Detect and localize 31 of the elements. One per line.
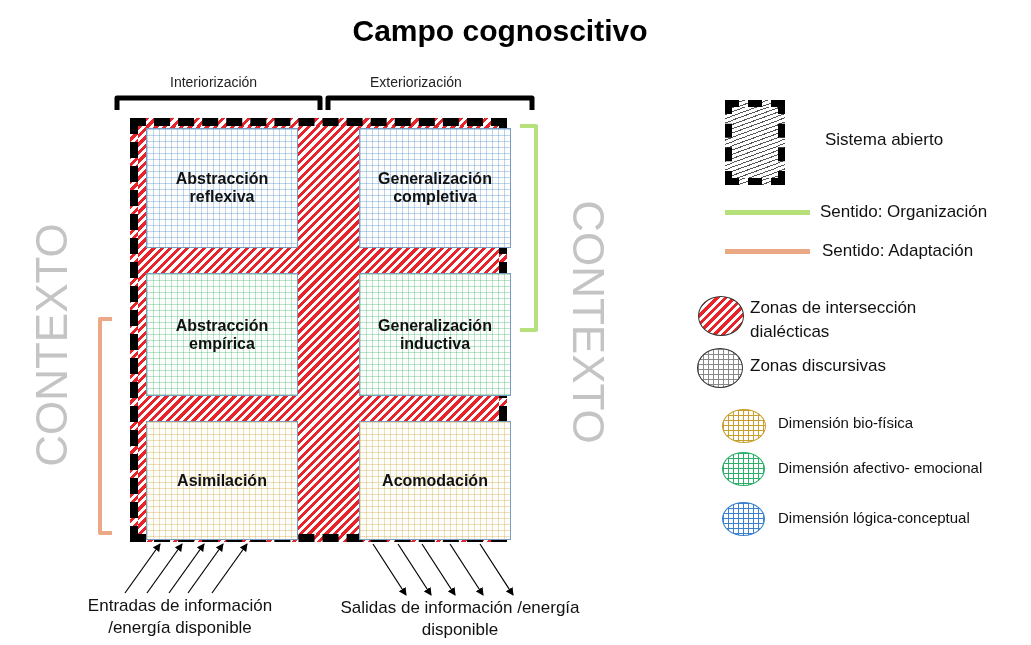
arrow <box>211 543 248 594</box>
arrow <box>168 543 205 594</box>
context-label: CONTEXTO <box>27 223 77 467</box>
legend-text: Dimensión bio-física <box>778 414 914 431</box>
legend-text: Sentido: Organización <box>820 202 988 222</box>
caption-text: Entradas de información /energía disponible <box>55 595 305 639</box>
arrow <box>421 543 456 596</box>
arrow <box>372 543 407 596</box>
zone-cell: Generalización completiva <box>359 128 511 248</box>
legend-text: Sistema abierto <box>825 130 944 150</box>
zone-cell: Asimilación <box>146 421 298 540</box>
arrow <box>187 543 224 594</box>
diagram-title: Campo cognoscitivo <box>351 14 649 48</box>
column-label: Exteriorización <box>370 74 462 90</box>
arrow <box>146 543 183 594</box>
context-label: CONTEXTO <box>563 200 613 444</box>
column-label: Interiorización <box>170 74 258 90</box>
arrow <box>449 543 484 596</box>
zone-cell: Generalización inductiva <box>359 273 511 396</box>
legend-text: Dimensión lógica-conceptual <box>778 509 970 526</box>
arrow <box>124 543 161 594</box>
legend-text: Sentido: Adaptación <box>822 241 974 261</box>
caption-text: Salidas de información /energía disponible <box>305 597 615 641</box>
arrow <box>397 543 432 596</box>
zone-cell: Acomodación <box>359 421 511 540</box>
zone-cell: Abstracción empírica <box>146 273 298 396</box>
arrow <box>479 543 514 596</box>
legend-text: Zonas de intersección dialécticas <box>750 297 918 343</box>
legend-text: Zonas discursivas <box>750 356 887 376</box>
zone-cell: Abstracción reflexiva <box>146 128 298 248</box>
legend-text: Dimensión afectivo- emocional <box>778 459 983 476</box>
